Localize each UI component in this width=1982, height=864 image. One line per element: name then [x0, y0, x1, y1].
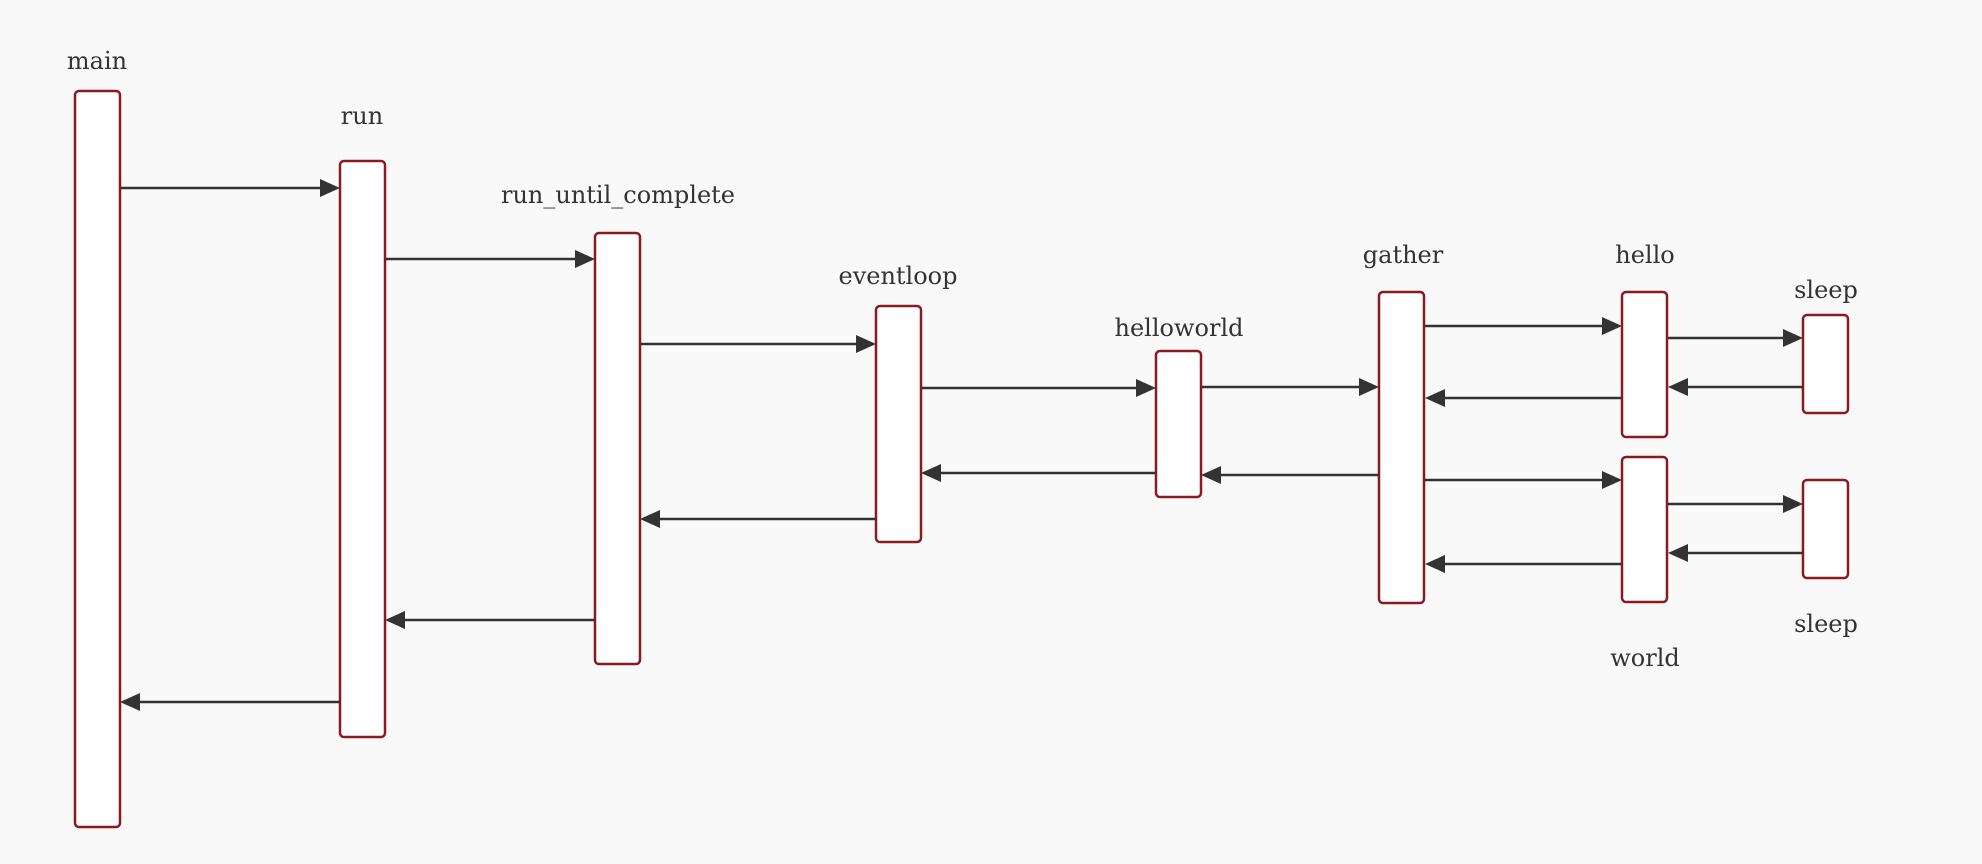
arrowhead-world-to-gather	[1425, 555, 1445, 573]
label-run: run	[341, 102, 383, 130]
call-arrows	[120, 179, 1803, 711]
arrowhead-eventloop-to-helloworld	[1136, 379, 1156, 397]
arrowhead-gather-to-world	[1602, 471, 1622, 489]
arrowhead-helloworld-to-gather	[1359, 378, 1379, 396]
arrowhead-gather-to-helloworld	[1201, 466, 1221, 484]
activation-boxes	[73, 89, 1850, 829]
arrowhead-run-to-main	[120, 693, 140, 711]
label-hello: hello	[1615, 241, 1674, 269]
arrowhead-eventloop-to-run-until-complete	[640, 510, 660, 528]
activation-sleep-1	[1801, 313, 1850, 415]
activation-main	[73, 89, 122, 829]
arrowhead-hello-to-gather	[1425, 389, 1445, 407]
arrowhead-gather-to-hello	[1602, 317, 1622, 335]
arrowhead-run-until-complete-to-run	[385, 611, 405, 629]
activation-run	[338, 159, 387, 739]
activation-helloworld	[1154, 349, 1203, 499]
label-sleep-1: sleep	[1794, 276, 1858, 304]
label-eventloop: eventloop	[838, 262, 957, 290]
activation-gather	[1377, 290, 1426, 605]
activation-eventloop	[874, 304, 923, 544]
participant-labels: main run run_until_complete eventloop he…	[67, 47, 1858, 672]
arrowhead-run-to-run-until-complete	[575, 250, 595, 268]
label-world: world	[1610, 644, 1680, 672]
arrowhead-sleep-to-hello	[1668, 378, 1688, 396]
label-sleep-2: sleep	[1794, 610, 1858, 638]
arrowhead-helloworld-to-eventloop	[921, 464, 941, 482]
label-gather: gather	[1363, 241, 1444, 269]
activation-run-until-complete	[593, 231, 642, 666]
arrowhead-hello-to-sleep	[1783, 329, 1803, 347]
label-helloworld: helloworld	[1115, 314, 1244, 342]
arrowhead-world-to-sleep	[1783, 495, 1803, 513]
activation-sleep-2	[1801, 478, 1850, 580]
label-run-until-complete: run_until_complete	[501, 181, 735, 209]
arrowhead-run-until-complete-to-eventloop	[856, 335, 876, 353]
activation-world	[1620, 455, 1669, 604]
activation-hello	[1620, 290, 1669, 439]
arrowhead-main-to-run	[320, 179, 340, 197]
arrowhead-sleep-to-world	[1668, 544, 1688, 562]
label-main: main	[67, 47, 127, 75]
